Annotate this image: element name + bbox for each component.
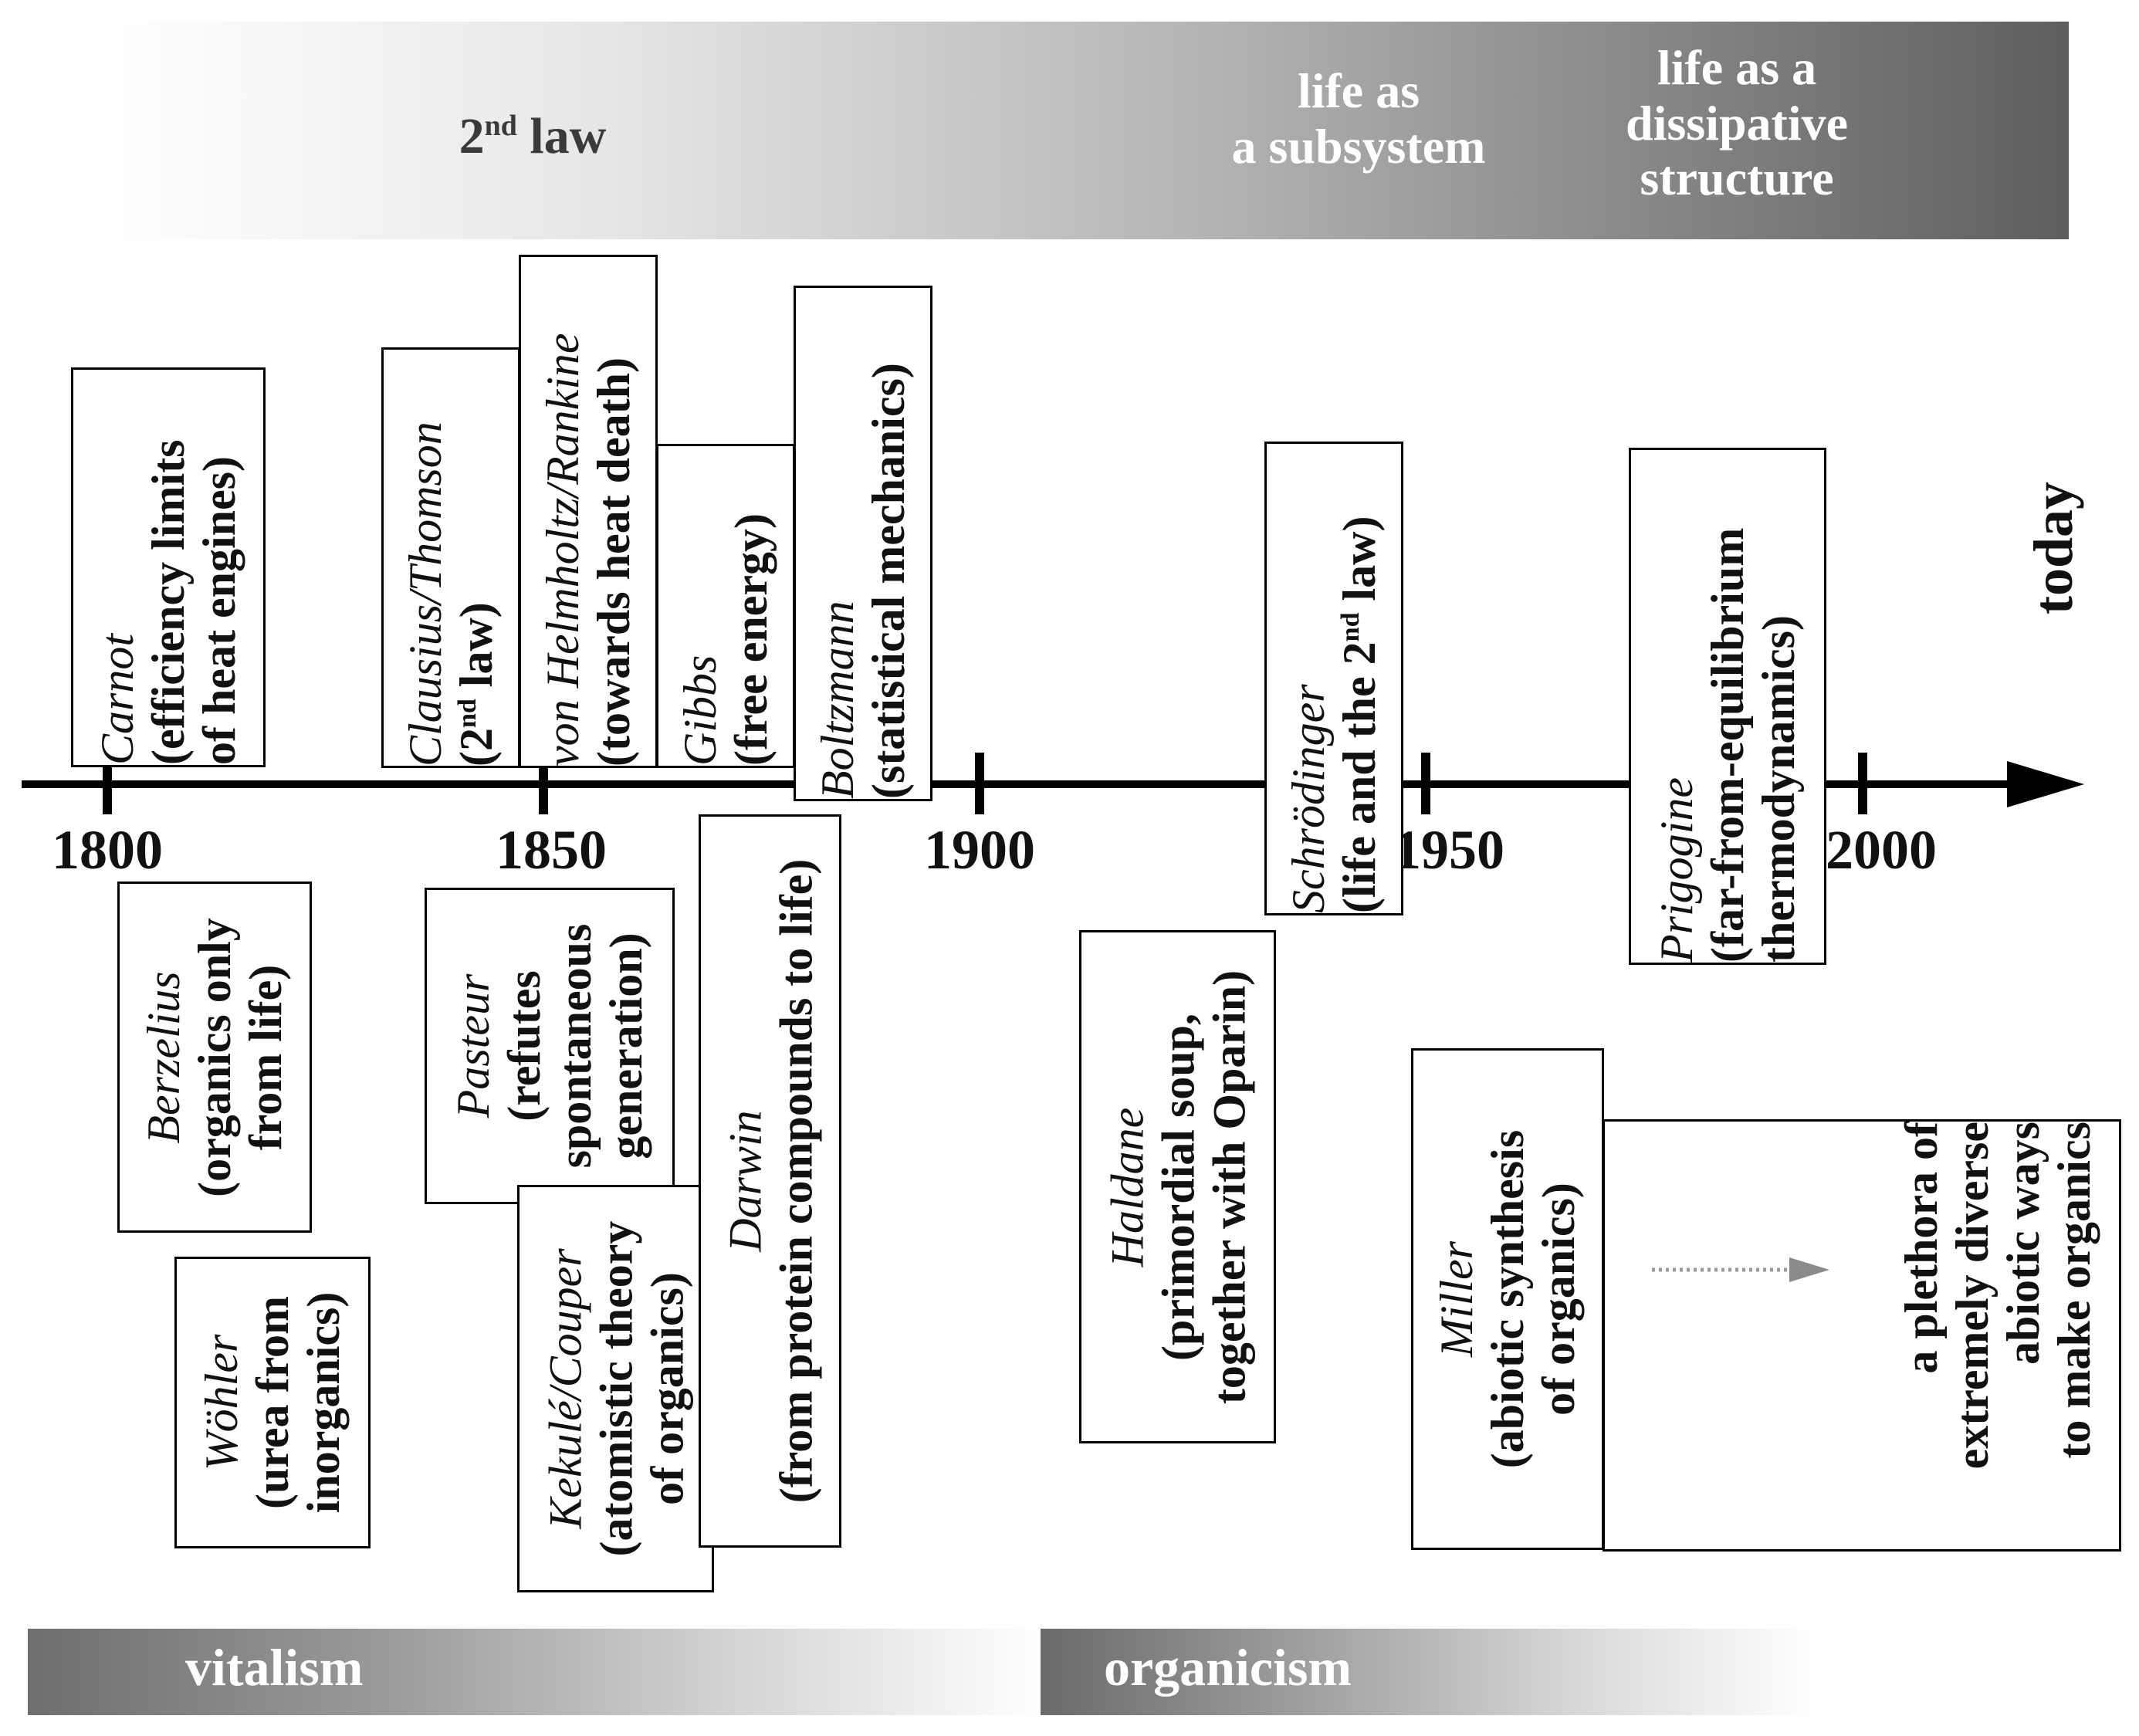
vitalism-label: vitalism xyxy=(185,1638,364,1697)
event-schrodinger: Schrödinger (life and the 2nd law) xyxy=(1264,442,1403,915)
timeline-axis xyxy=(22,780,2029,788)
event-name: Kekulé/Couper xyxy=(539,1248,591,1529)
event-name: Gibbs xyxy=(675,655,726,766)
event-desc: together with Oparin) xyxy=(1203,970,1254,1404)
tick-label-1850: 1850 xyxy=(496,819,607,881)
event-name: Clausius/Thomson xyxy=(400,421,451,766)
event-von-helmholtz-rankine: von Helmholtz/Rankine (towards heat deat… xyxy=(519,255,658,768)
tick-1900 xyxy=(975,753,984,814)
event-name: Haldane xyxy=(1101,1107,1152,1267)
tick-1950 xyxy=(1421,753,1430,814)
event-desc: (primordial soup, xyxy=(1152,1013,1203,1361)
event-name: Wöhler xyxy=(196,1334,247,1471)
event-desc: inorganics) xyxy=(298,1291,349,1514)
event-desc: (far-from-equilibrium xyxy=(1702,527,1753,963)
event-desc: thermodynamics) xyxy=(1753,615,1804,963)
timeline-arrowhead xyxy=(2007,761,2084,807)
event-name: Berzelius xyxy=(138,970,189,1144)
vitalism-band xyxy=(28,1629,1041,1715)
event-desc: (statistical mechanics) xyxy=(863,363,914,799)
event-name: Miller xyxy=(1431,1241,1482,1357)
event-desc: (refutes xyxy=(499,970,550,1122)
tick-label-1950: 1950 xyxy=(1393,819,1504,881)
event-name: Pasteur xyxy=(448,973,499,1118)
plethora-line: to make organics xyxy=(2049,1122,2100,1459)
event-berzelius: Berzelius (organics only from life) xyxy=(117,882,312,1233)
top-band xyxy=(116,22,2069,239)
event-boltzmann: Boltzmann (statistical mechanics) xyxy=(794,286,932,801)
event-desc: (urea from xyxy=(247,1295,298,1510)
event-desc: (2nd law) xyxy=(451,601,502,766)
organicism-band xyxy=(1041,1629,1812,1715)
event-haldane: Haldane (primordial soup, together with … xyxy=(1079,930,1276,1443)
event-desc: (life and the 2nd law) xyxy=(1334,516,1385,913)
event-desc: (abiotic synthesis xyxy=(1482,1129,1533,1469)
event-wohler: Wöhler (urea from inorganics) xyxy=(174,1257,371,1548)
event-name: Prigogine xyxy=(1651,777,1702,963)
event-darwin: Darwin (from protein compounds to life) xyxy=(699,814,841,1548)
tick-2000 xyxy=(1858,753,1867,814)
event-pasteur: Pasteur (refutes spontaneous generation) xyxy=(425,888,675,1204)
dotted-arrow-icon xyxy=(1652,1257,1829,1282)
event-clausius-thomson: Clausius/Thomson (2nd law) xyxy=(381,347,520,768)
event-desc: (free energy) xyxy=(726,513,777,766)
tick-label-2000: 2000 xyxy=(1826,819,1937,881)
second-law-label: 2nd law xyxy=(459,108,607,164)
event-desc: spontaneous xyxy=(550,923,601,1169)
event-kekule-couper: Kekulé/Couper (atomistic theory of organ… xyxy=(517,1185,714,1592)
event-desc: generation) xyxy=(601,932,652,1159)
event-prigogine: Prigogine (far-from-equilibrium thermody… xyxy=(1629,448,1826,965)
event-gibbs: Gibbs (free energy) xyxy=(656,444,795,768)
plethora-line: extremely diverse xyxy=(1947,1122,1998,1470)
tick-1850 xyxy=(539,753,548,814)
event-desc: from life) xyxy=(240,964,291,1150)
event-desc: of heat engines) xyxy=(194,456,245,765)
tick-label-1800: 1800 xyxy=(52,819,163,881)
event-desc: (from protein compounds to life) xyxy=(770,858,821,1504)
tick-1800 xyxy=(103,753,112,814)
event-desc: (atomistic theory xyxy=(590,1220,641,1557)
event-carnot: Carnot (efficiency limits of heat engine… xyxy=(71,367,266,767)
event-name: Boltzmann xyxy=(812,601,863,799)
event-miller: Miller (abiotic synthesis of organics) xyxy=(1411,1048,1604,1550)
event-desc: of organics) xyxy=(1533,1183,1584,1416)
event-name: Schrödinger xyxy=(1283,684,1334,913)
event-desc: (towards heat death) xyxy=(588,357,639,766)
event-name: Darwin xyxy=(719,1110,770,1252)
event-name: von Helmholtz/Rankine xyxy=(537,332,588,766)
event-plethora: a plethora of extremely diverse abiotic … xyxy=(1603,1119,2121,1552)
plethora-line: a plethora of xyxy=(1896,1122,1947,1374)
organicism-label: organicism xyxy=(1104,1638,1352,1697)
event-desc: (efficiency limits xyxy=(143,439,194,766)
today-label: today xyxy=(2022,481,2084,615)
tick-label-1900: 1900 xyxy=(924,819,1035,881)
event-desc: (organics only xyxy=(189,917,240,1197)
event-name: Carnot xyxy=(92,633,143,765)
plethora-line: abiotic ways xyxy=(1998,1122,2049,1365)
event-desc: of organics) xyxy=(641,1272,692,1505)
